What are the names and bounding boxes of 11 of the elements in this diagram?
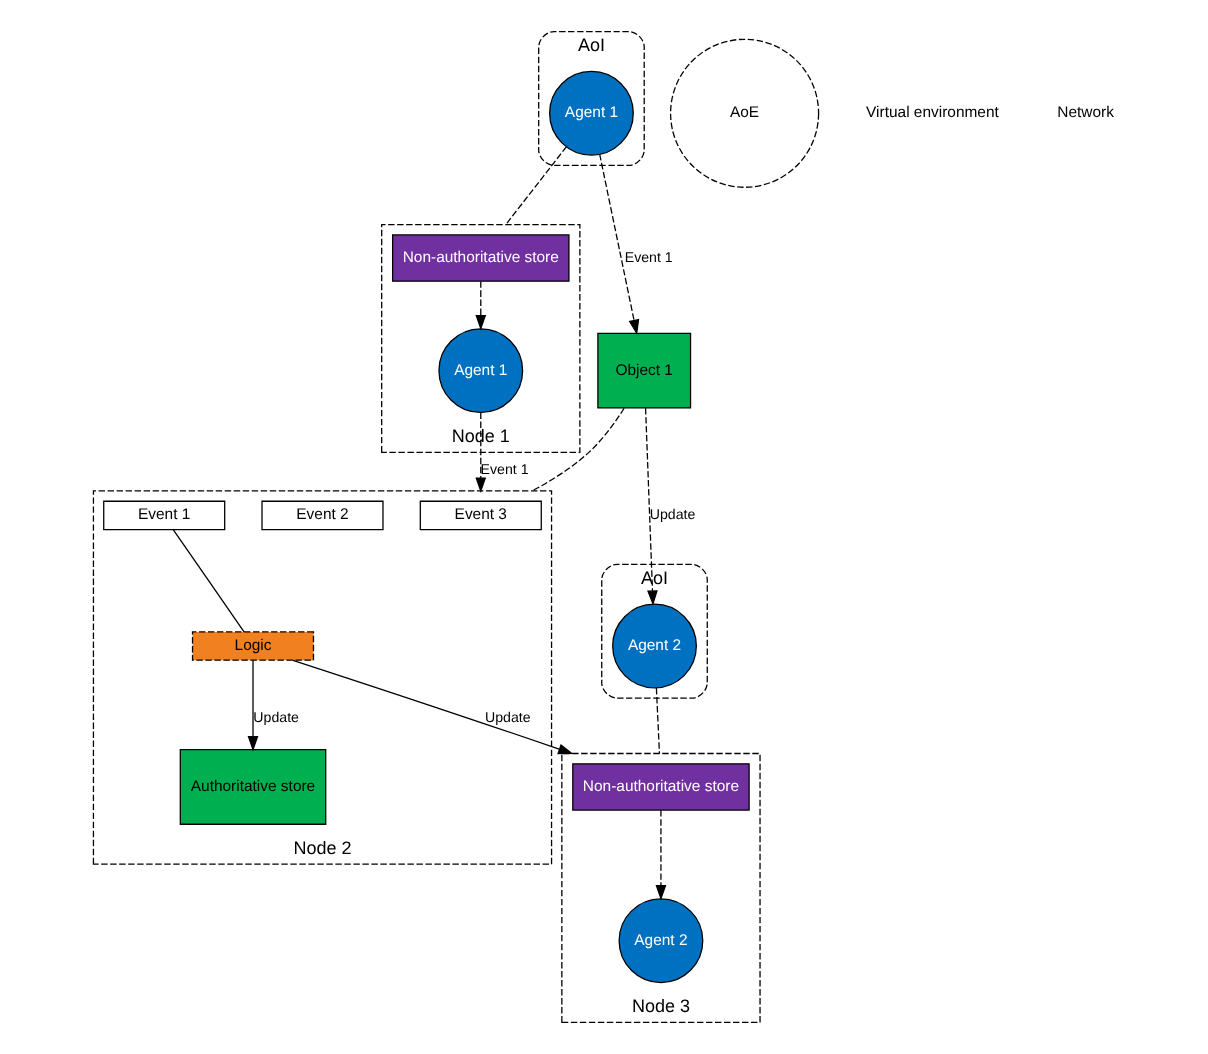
arrow [292, 659, 574, 755]
arrow [475, 280, 487, 331]
connector [505, 146, 567, 226]
connector [172, 529, 245, 633]
arrow [599, 153, 640, 336]
arrow [655, 809, 667, 901]
connector [531, 407, 625, 492]
arrow [644, 407, 658, 606]
arrow [475, 412, 487, 493]
arrow [247, 659, 259, 752]
connector [655, 687, 661, 755]
